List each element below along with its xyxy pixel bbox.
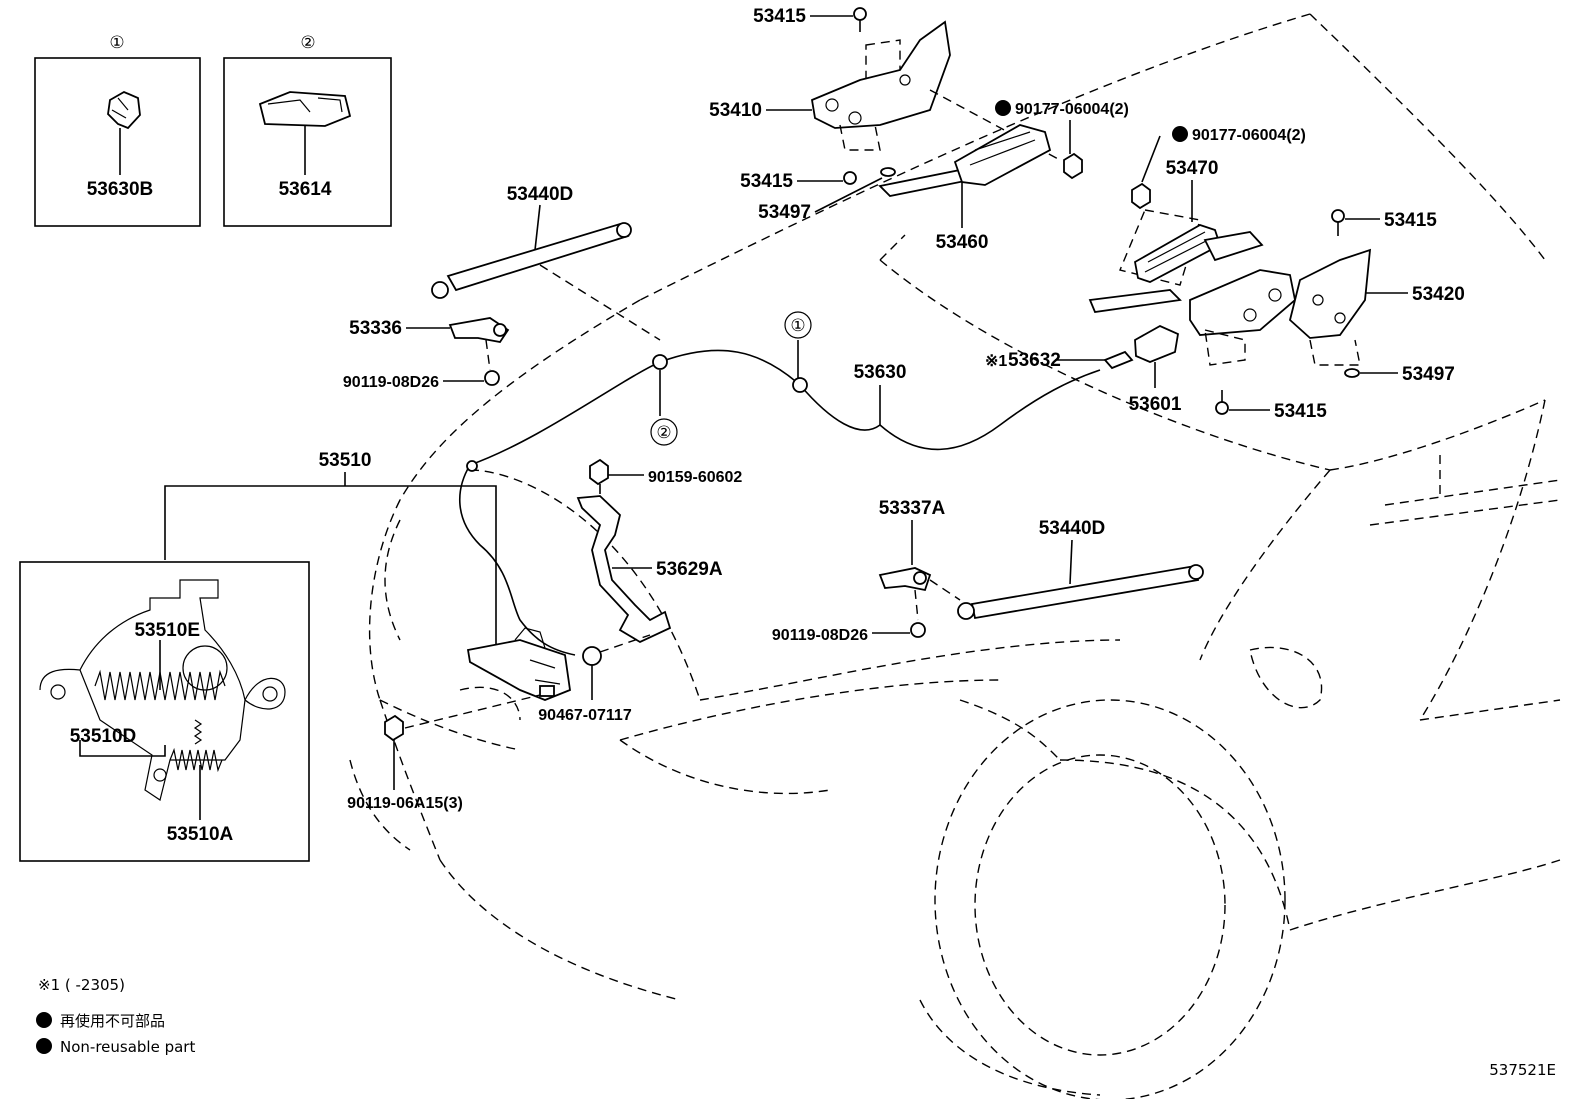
inset-1-marker: ① (109, 33, 124, 53)
part-label-53460: 53460 (936, 232, 989, 253)
part-label-53440d-top: 53440D (507, 184, 574, 205)
part-label-53420: 53420 (1412, 284, 1465, 305)
part-label-53510e: 53510E (134, 620, 200, 641)
part-label-53629a: 53629A (656, 559, 723, 580)
inset-2-marker: ② (300, 33, 315, 53)
non-reusable-note-en: Non-reusable part (60, 1038, 195, 1056)
part-label-53415-mid: 53415 (740, 171, 793, 192)
part-label-53497-right: 53497 (1402, 364, 1455, 385)
part-label-53336: 53336 (349, 318, 402, 339)
part-label-90177-a: 90177-06004(2) (1015, 101, 1129, 118)
part-label-90177-b: 90177-06004(2) (1192, 127, 1306, 144)
part-label-90467: 90467-07117 (538, 707, 632, 724)
figure-code: 537521E (1489, 1061, 1556, 1079)
part-label-53601: 53601 (1129, 394, 1182, 415)
part-label-53410: 53410 (709, 100, 762, 121)
hood-support-rod-top: 53440D (431, 184, 661, 341)
part-label-53614: 53614 (279, 179, 332, 200)
part-label-90119-06a15: 90119-06A15(3) (347, 795, 463, 812)
legend-notes: ※1 ( -2305) 再使用不可部品 Non-reusable part (36, 976, 195, 1056)
part-label-53632-prefix: ※1 (985, 353, 1007, 370)
hood-support-rod-bottom: 53337A 90119-08D26 53440D (772, 498, 1204, 644)
cable-marker-2: ② (656, 423, 671, 443)
part-label-53510: 53510 (319, 450, 372, 471)
inset-2: ② 53614 (223, 33, 392, 227)
non-reusable-bullet-icon (36, 1038, 52, 1054)
part-label-53415-bottom: 53415 (1274, 401, 1327, 422)
cable-marker-1: ① (790, 316, 805, 336)
vehicle-outline (349, 13, 1561, 1099)
part-label-53630b: 53630B (87, 179, 154, 200)
bracket-53336: 53336 90119-08D26 (343, 317, 510, 391)
latch-bracket-53629a: 90159-60602 53629A 90467-07117 90119-06A… (347, 458, 742, 812)
part-label-90119-08d26-b: 90119-08D26 (772, 627, 868, 644)
hood-latch-group: 53510 (164, 450, 571, 701)
hood-hinge-right: 90177-06004(2) 53470 53420 53415 53497 (985, 126, 1465, 422)
non-reusable-bullet-icon (36, 1012, 52, 1028)
part-label-90159: 90159-60602 (648, 469, 742, 486)
part-label-53337a: 53337A (879, 498, 946, 519)
part-label-53470: 53470 (1166, 158, 1219, 179)
part-label-53497-left: 53497 (758, 202, 811, 223)
part-label-53630: 53630 (854, 362, 907, 383)
part-label-53415-right: 53415 (1384, 210, 1437, 231)
applicability-note: ※1 ( -2305) (38, 976, 125, 994)
latch-detail-inset: 53510E 53510D 53510A (19, 561, 310, 862)
hood-release-cable: ② ① 53630 (459, 311, 1101, 656)
non-reusable-note-jp: 再使用不可部品 (60, 1012, 165, 1030)
hood-hinge-left: 53415 53410 53415 53497 53460 90177-0600… (709, 6, 1129, 253)
part-label-53440d-bottom: 53440D (1039, 518, 1106, 539)
inset-1: ① 53630B (34, 33, 201, 227)
part-label-53510a: 53510A (167, 824, 234, 845)
part-label-53632: 53632 (1008, 350, 1061, 371)
part-label-53415-top: 53415 (753, 6, 806, 27)
part-label-53510d: 53510D (70, 726, 137, 747)
part-label-90119-08d26-a: 90119-08D26 (343, 374, 439, 391)
